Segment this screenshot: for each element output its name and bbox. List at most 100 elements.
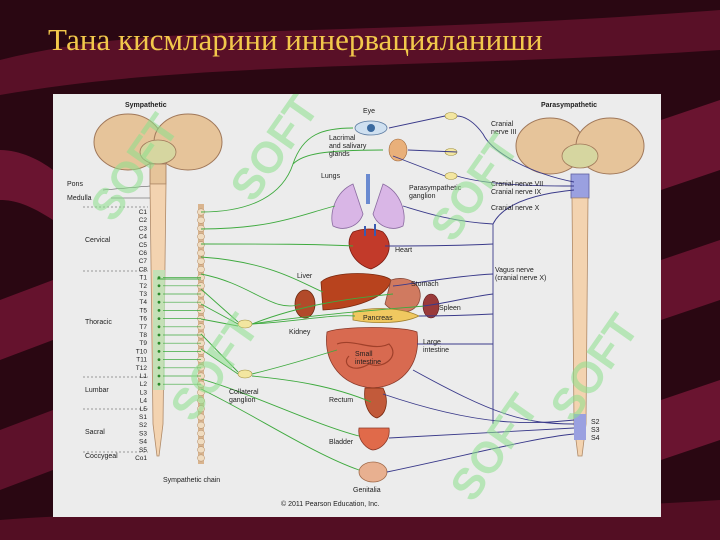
collateral-ganglion-label-1: Collateral xyxy=(229,389,259,396)
svg-text:SOFT: SOFT xyxy=(441,385,549,509)
parasympathetic-ganglion-label-1: Parasympathetic xyxy=(409,185,462,192)
lungs xyxy=(331,174,405,229)
segment-dot-t4 xyxy=(157,300,161,304)
lacrimal-label-3: glands xyxy=(329,151,350,158)
chain-ganglion-s4 xyxy=(197,438,205,446)
segment-dot-l2 xyxy=(157,382,161,386)
segment-label-c3: C3 xyxy=(139,225,148,232)
medulla-label: Medulla xyxy=(67,195,92,202)
segment-label-c1: C1 xyxy=(139,209,148,216)
parasympathetic-fibers xyxy=(382,115,575,473)
slide-title: Тана кисмларини иннервацияланиши xyxy=(48,22,543,57)
small-intestine-label-2: intestine xyxy=(355,359,381,366)
sympathetic-chain-label: Sympathetic chain xyxy=(163,477,220,484)
vagus-nerve-label-1: Vagus nerve xyxy=(495,267,534,274)
thoracic-label: Thoracic xyxy=(85,319,112,326)
large-intestine-label-2: intestine xyxy=(423,347,449,354)
segment-label-s1: S1 xyxy=(139,414,147,421)
cranial-nerve-iii-label-2: nerve III xyxy=(491,129,516,136)
segment-label-t8: T8 xyxy=(139,332,147,339)
segment-dot-t7 xyxy=(157,325,161,329)
segment-label-l2: L2 xyxy=(140,381,148,388)
segment-dot-t6 xyxy=(157,317,161,320)
segment-label-t2: T2 xyxy=(139,283,147,290)
vagus-nerve-label-2: (cranial nerve X) xyxy=(495,275,546,282)
segment-label-c5: C5 xyxy=(139,242,148,249)
rectum xyxy=(364,387,387,419)
cranial-nerve-x-label: Cranial nerve X xyxy=(491,205,540,212)
coccygeal-label: Coccygeal xyxy=(85,453,118,460)
thoracolumbar-outflow xyxy=(153,270,165,390)
segment-label-t3: T3 xyxy=(139,291,147,298)
chain-ganglion-c4 xyxy=(197,233,205,241)
segment-label-t1: T1 xyxy=(139,275,147,282)
lacrimal-label-2: and salivary xyxy=(329,143,367,150)
parasympathetic-brain xyxy=(515,117,645,199)
intestines xyxy=(326,327,418,389)
bladder-label: Bladder xyxy=(329,439,354,446)
segment-label-c2: C2 xyxy=(139,217,148,224)
chain-ganglion-co1 xyxy=(197,454,205,462)
sympathetic-fibers xyxy=(157,127,426,471)
segment-label-c4: C4 xyxy=(139,234,148,241)
chain-ganglion-l5 xyxy=(197,405,205,413)
svg-text:SOFT: SOFT xyxy=(541,305,649,429)
chain-ganglion-c3 xyxy=(197,224,205,232)
segment-dot-t9 xyxy=(157,341,161,345)
chain-ganglion-s2 xyxy=(197,421,205,429)
segment-label-c7: C7 xyxy=(139,258,148,265)
lungs-label: Lungs xyxy=(321,173,341,180)
sympathetic-brain xyxy=(93,113,223,185)
chain-ganglion-s3 xyxy=(197,429,205,437)
segment-label-t9: T9 xyxy=(139,340,147,347)
liver xyxy=(320,273,392,311)
segment-dot-t1 xyxy=(157,276,161,279)
segment-label-c8: C8 xyxy=(139,266,148,273)
segment-dot-t12 xyxy=(157,366,161,370)
svg-text:SOFT: SOFT xyxy=(221,94,329,210)
collateral-ganglion-label-2: ganglion xyxy=(229,397,256,404)
segment-label-t7: T7 xyxy=(139,324,147,331)
segment-label-co1: Co1 xyxy=(135,455,147,462)
parasympathetic-segment-s2: S2 xyxy=(591,419,600,426)
cranial-nerve-vii-label: Cranial nerve VII xyxy=(491,181,543,188)
segment-label-c6: C6 xyxy=(139,250,148,257)
small-intestine-label-1: Small xyxy=(355,351,373,358)
genitalia-label: Genitalia xyxy=(353,487,381,494)
large-intestine-label-1: Large xyxy=(423,339,441,346)
lacrimal-label-1: Lacrimal xyxy=(329,135,356,142)
segment-dot-t11 xyxy=(157,358,161,361)
parasympathetic-segment-s4: S4 xyxy=(591,435,600,442)
segment-label-l5: L5 xyxy=(140,406,148,413)
spleen-label: Spleen xyxy=(439,305,461,312)
segment-dot-l1 xyxy=(157,374,161,378)
segment-label-s2: S2 xyxy=(139,422,147,429)
lumbar-label: Lumbar xyxy=(85,387,109,394)
chain-ganglion-l4 xyxy=(197,397,205,405)
kidney-label: Kidney xyxy=(289,329,311,336)
pancreas-label: Pancreas xyxy=(363,315,393,322)
rectum-label: Rectum xyxy=(329,397,353,404)
segment-label-s3: S3 xyxy=(139,430,147,437)
segment-label-t4: T4 xyxy=(139,299,147,306)
heart xyxy=(348,224,390,270)
svg-text:SOFT: SOFT xyxy=(81,105,189,229)
sympathetic-heading: Sympathetic xyxy=(125,102,167,109)
segment-label-t12: T12 xyxy=(136,365,148,372)
pons-label: Pons xyxy=(67,181,83,188)
segment-label-t6: T6 xyxy=(139,316,147,323)
segment-label-s4: S4 xyxy=(139,439,147,446)
segment-label-l1: L1 xyxy=(140,373,148,380)
segment-label-l4: L4 xyxy=(140,398,148,405)
sacral-outflow xyxy=(574,414,586,440)
stomach-label: Stomach xyxy=(411,281,439,288)
segment-dot-t5 xyxy=(157,309,161,312)
chain-ganglion-s1 xyxy=(197,413,205,421)
lacrimal-glands xyxy=(388,138,408,162)
sacral-label: Sacral xyxy=(85,429,105,436)
parasympathetic-ganglion-label-2: ganglion xyxy=(409,193,436,200)
eye-label: Eye xyxy=(363,108,375,115)
cranial-nerve-iii-label-1: Cranial xyxy=(491,121,514,128)
segment-label-l3: L3 xyxy=(140,389,148,396)
chain-ganglion-c7 xyxy=(197,257,205,265)
